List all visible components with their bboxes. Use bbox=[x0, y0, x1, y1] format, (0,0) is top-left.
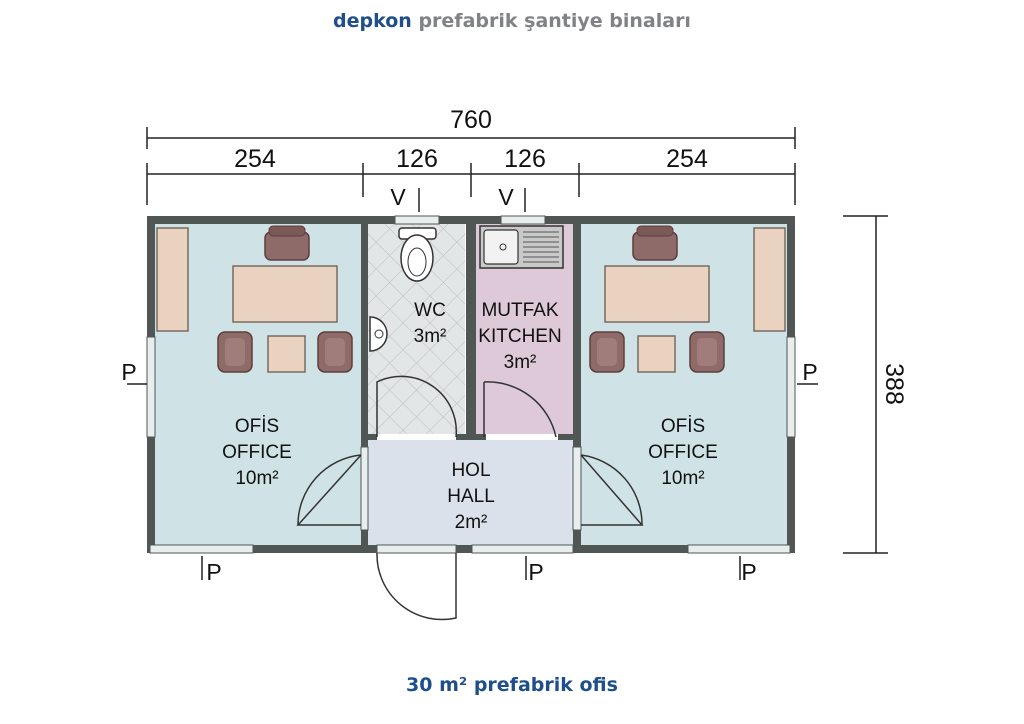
window-marker-bottom-middle: P bbox=[528, 559, 543, 585]
segment-dimension-2: 126 bbox=[396, 145, 438, 173]
kitchen-label-tr: MUTFAK bbox=[481, 300, 558, 321]
wc-label: WC bbox=[414, 300, 446, 321]
wc-fixtures bbox=[369, 227, 437, 352]
segment-dimension-4: 254 bbox=[666, 145, 708, 173]
office-right-label-en: OFFICE bbox=[648, 442, 718, 463]
hall-label-en: HALL bbox=[447, 486, 495, 507]
window-marker-left: P bbox=[121, 359, 136, 385]
kitchen-area: 3m² bbox=[504, 352, 537, 373]
office-left-furniture bbox=[156, 225, 353, 373]
office-left-label-tr: OFİS bbox=[235, 416, 279, 437]
window-marker-bottom-right: P bbox=[741, 559, 756, 585]
depth-dimension: 388 bbox=[880, 363, 908, 405]
page-header: depkon prefabrik şantiye binaları bbox=[0, 10, 1024, 32]
brand-name: depkon bbox=[333, 10, 412, 32]
door-swings bbox=[296, 375, 644, 621]
office-left-area: 10m² bbox=[235, 468, 278, 489]
window-marker-right: P bbox=[802, 359, 817, 385]
wall-openings bbox=[146, 215, 796, 554]
marker-ticks bbox=[127, 188, 818, 580]
hall-label-tr: HOL bbox=[451, 460, 490, 481]
hall-floor bbox=[368, 440, 573, 545]
segment-dimension-3: 126 bbox=[504, 145, 546, 173]
dimension-lines bbox=[146, 127, 888, 554]
office-left-label-en: OFFICE bbox=[222, 442, 292, 463]
total-width-dimension: 760 bbox=[450, 106, 492, 134]
segment-dimension-1: 254 bbox=[234, 145, 276, 173]
wc-area: 3m² bbox=[414, 326, 447, 347]
header-subtitle: prefabrik şantiye binaları bbox=[418, 10, 691, 32]
kitchen-label-en: KITCHEN bbox=[478, 326, 561, 347]
window-marker-bottom-left: P bbox=[206, 559, 221, 585]
office-right-area: 10m² bbox=[661, 468, 704, 489]
office-right-label-tr: OFİS bbox=[661, 416, 705, 437]
footer-caption: 30 m² prefabrik ofis bbox=[406, 674, 618, 696]
vent-marker-wc: V bbox=[390, 184, 406, 210]
office-right-furniture bbox=[589, 225, 786, 373]
vent-marker-kitchen: V bbox=[498, 184, 514, 210]
kitchen-sink bbox=[479, 225, 564, 269]
hall-area: 2m² bbox=[455, 512, 488, 533]
